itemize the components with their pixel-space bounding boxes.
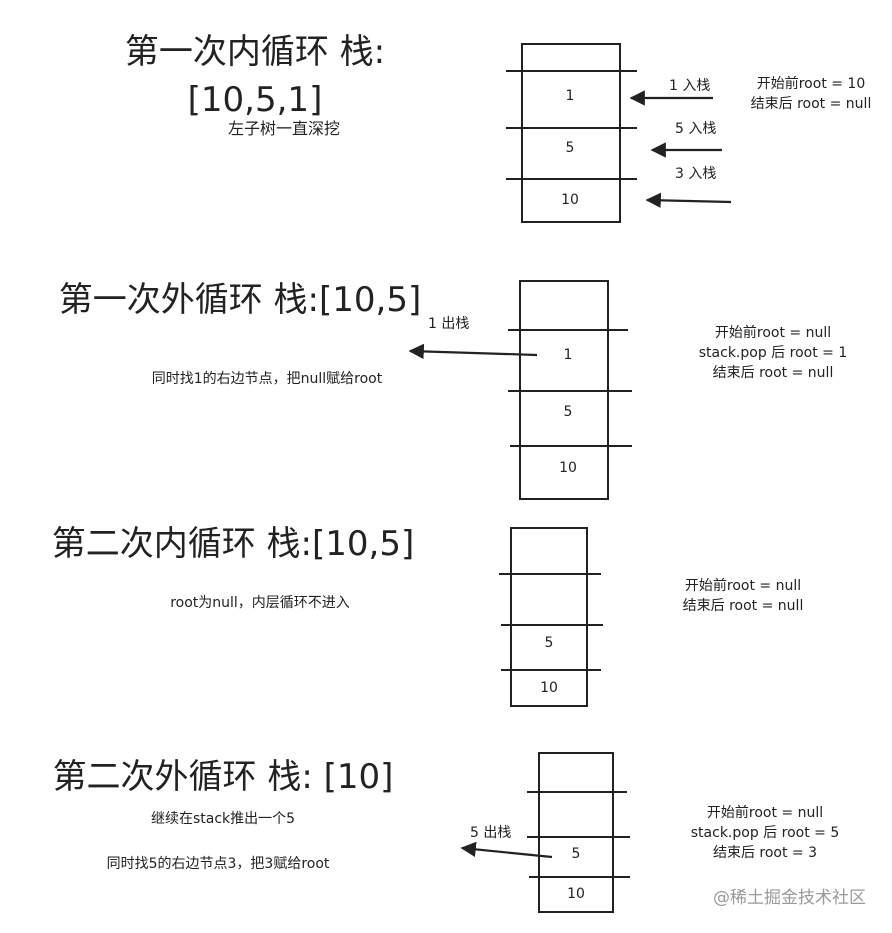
section-1-note: 结束后 root = null: [751, 96, 872, 112]
section-3-stack-box: [510, 527, 588, 707]
section-4-note: stack.pop 后 root = 5: [691, 825, 839, 841]
section-3-title: 第二次内循环 栈:[10,5]: [52, 524, 415, 564]
section-3-caption: root为null，内层循环不进入: [170, 595, 350, 611]
pop-5-arrow: [460, 841, 553, 859]
section-4-note: 开始前root = null: [707, 804, 823, 821]
section-1-title-line-1: 第一次内循环 栈:: [125, 32, 385, 72]
section-2-stack-cell: 1: [564, 347, 573, 363]
push-5-label: 5 入栈: [675, 121, 716, 137]
push-3-arrow: [645, 192, 732, 209]
section-1-stack-box: [521, 43, 621, 223]
section-2-caption: 同时找1的右边节点，把null赋给root: [152, 371, 383, 387]
push-3-label: 3 入栈: [675, 166, 716, 182]
section-4-caption: 同时找5的右边节点3，把3赋给root: [107, 856, 330, 872]
section-1: 第一次内循环 栈: [10,5,1] 左子树一直深挖 1 5 10 1 入栈 5…: [125, 32, 872, 223]
section-1-stack-cell: 1: [566, 88, 575, 104]
push-1-label: 1 入栈: [669, 78, 710, 94]
section-1-title-line-2: [10,5,1]: [188, 80, 323, 120]
section-4-caption: 继续在stack推出一个5: [151, 810, 295, 827]
section-3-note: 结束后 root = null: [683, 598, 804, 614]
section-4-stack-cell: 5: [572, 846, 581, 862]
section-2-title: 第一次外循环 栈:[10,5]: [59, 280, 422, 320]
section-4-title: 第二次外循环 栈: [10]: [53, 757, 394, 797]
section-2: 第一次外循环 栈:[10,5] 同时找1的右边节点，把null赋给root 1 …: [59, 280, 847, 500]
section-2-stack-cell: 5: [564, 404, 573, 420]
section-3: 第二次内循环 栈:[10,5] root为null，内层循环不进入 5 10 开…: [52, 524, 804, 707]
pop-5-label: 5 出栈: [470, 825, 511, 841]
section-4-note: 结束后 root = 3: [713, 845, 817, 861]
section-3-stack-cell: 5: [545, 635, 554, 651]
section-3-note: 开始前root = null: [685, 577, 801, 594]
section-1-stack-cell: 10: [561, 192, 579, 208]
section-2-stack-cell: 10: [559, 460, 577, 476]
section-4-stack-box: [538, 752, 614, 913]
section-1-note: 开始前root = 10: [757, 75, 866, 92]
section-2-note: 开始前root = null: [715, 324, 831, 341]
pop-1-arrow: [408, 343, 538, 360]
watermark: @稀土掘金技术社区: [713, 888, 866, 908]
section-2-note: stack.pop 后 root = 1: [699, 345, 847, 361]
section-2-note: 结束后 root = null: [713, 365, 834, 381]
section-1-caption: 左子树一直深挖: [228, 119, 340, 138]
pop-1-label: 1 出栈: [428, 316, 469, 332]
section-4: 第二次外循环 栈: [10] 继续在stack推出一个5 同时找5的右边节点3，…: [53, 752, 839, 913]
section-4-stack-cell: 10: [567, 886, 585, 902]
section-3-stack-cell: 10: [540, 680, 558, 696]
section-1-stack-cell: 5: [566, 140, 575, 156]
